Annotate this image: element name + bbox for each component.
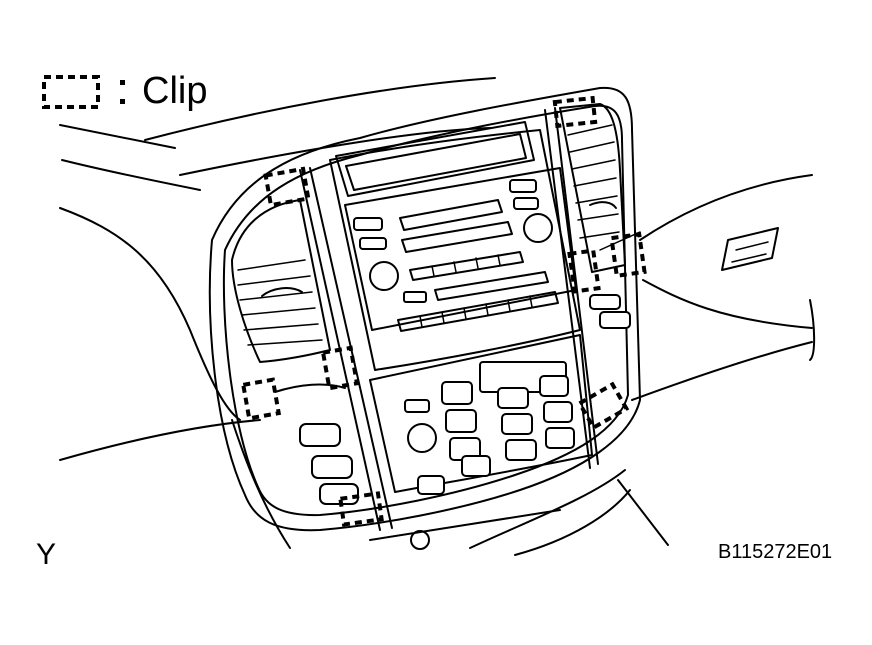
lower-knob — [410, 530, 430, 550]
climate-control-panel — [369, 334, 593, 495]
clip-bottom-center — [338, 491, 384, 527]
figure-id: B115272E01 — [718, 541, 833, 563]
clip-right-lower — [576, 381, 630, 431]
clip-left-lower — [240, 377, 282, 421]
right-vent-leader-line — [599, 231, 641, 251]
legend-label: Clip — [142, 72, 207, 110]
clip-locations — [240, 95, 647, 527]
view-label: Y — [36, 538, 57, 571]
clip-right-top — [552, 95, 598, 129]
right-air-vent — [559, 103, 626, 273]
legend-separator — [120, 80, 125, 104]
audio-head-unit — [329, 121, 631, 371]
clip-legend-symbol — [42, 75, 100, 109]
clip-left-middle — [320, 345, 360, 391]
clip-left-top — [263, 166, 311, 208]
clip-right-middle-b — [609, 231, 647, 279]
lower-left-switches — [299, 423, 359, 505]
legend-clip-label: Clip — [142, 70, 208, 112]
glovebox-handle — [721, 227, 779, 271]
clip-right-middle-a — [567, 248, 601, 294]
left-air-vent — [231, 199, 346, 393]
